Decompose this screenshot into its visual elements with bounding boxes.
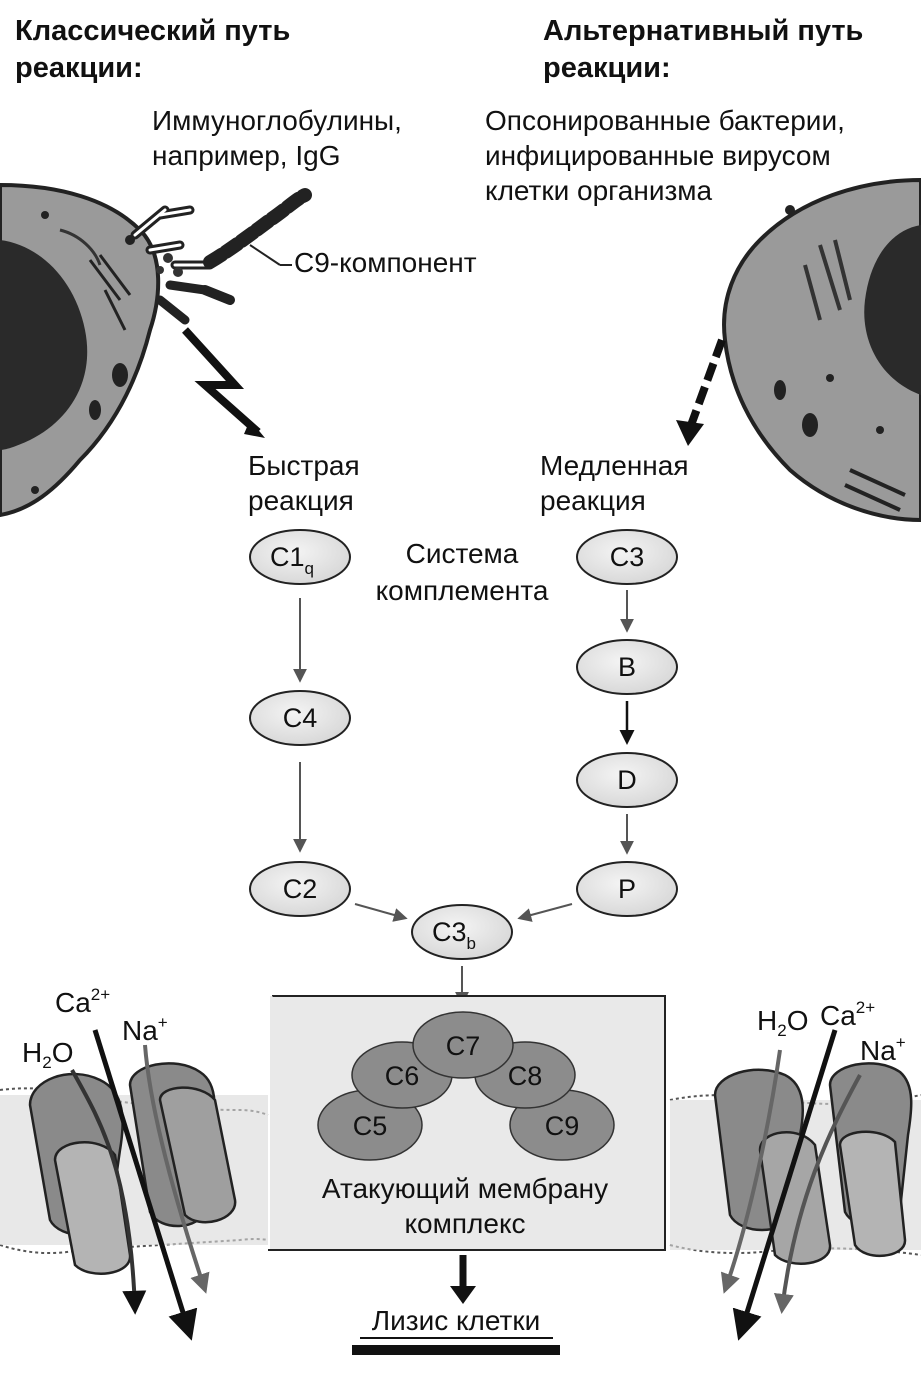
svg-text:Атакующий мембрану: Атакующий мембрану <box>322 1173 608 1204</box>
node-d: D <box>576 752 678 808</box>
svg-text:Классический путь: Классический путь <box>15 15 290 47</box>
svg-text:Ca2+: Ca2+ <box>55 985 110 1018</box>
svg-text:комплекс: комплекс <box>404 1208 525 1239</box>
svg-text:например, IgG: например, IgG <box>152 140 341 171</box>
node-c3: C3 <box>576 529 678 585</box>
svg-text:P: P <box>618 874 636 904</box>
svg-text:D: D <box>617 765 637 795</box>
svg-text:С9-компонент: С9-компонент <box>294 247 477 278</box>
c9-callout: С9-компонент <box>249 244 477 278</box>
mac-c7-blob <box>412 1011 514 1079</box>
pathway-arrows <box>293 590 635 1006</box>
svg-text:Ca2+: Ca2+ <box>820 998 875 1031</box>
right-ion-arrows <box>720 1029 862 1341</box>
left-cell-image <box>0 182 161 518</box>
mac-c6-label: C6 <box>385 1061 420 1091</box>
node-c2: C2 <box>249 861 351 917</box>
svg-text:реакция: реакция <box>248 485 354 516</box>
mac-c8-label: C8 <box>508 1061 543 1091</box>
mac-label: Атакующий мембрану комплекс <box>322 1173 608 1239</box>
svg-text:Быстрая: Быстрая <box>248 450 360 481</box>
svg-text:клетки организма: клетки организма <box>485 175 713 206</box>
svg-text:H2O: H2O <box>757 1005 808 1040</box>
left-membrane-pore-image <box>0 1062 269 1275</box>
svg-text:инфицированные вирусом: инфицированные вирусом <box>485 140 831 171</box>
svg-text:C3: C3 <box>610 542 645 572</box>
svg-text:Na+: Na+ <box>860 1033 906 1066</box>
classic-trigger-label: Иммуноглобулины, например, IgG <box>152 105 402 171</box>
mac-c9-label: C9 <box>545 1111 580 1141</box>
svg-text:Система: Система <box>406 538 519 569</box>
svg-text:реакции:: реакции: <box>15 52 143 84</box>
svg-text:Альтернативный путь: Альтернативный путь <box>543 15 863 47</box>
slow-reaction-label: Медленная реакция <box>540 450 689 516</box>
fast-reaction-label: Быстрая реакция <box>248 450 360 516</box>
lysis-arrow-icon <box>450 1255 476 1304</box>
svg-text:Na+: Na+ <box>122 1013 168 1046</box>
left-ion-arrows <box>70 1029 210 1341</box>
svg-text:Опсонированные бактерии,: Опсонированные бактерии, <box>485 105 845 136</box>
svg-text:реакция: реакция <box>540 485 646 516</box>
right-cell-image <box>722 177 921 523</box>
svg-text:C3b: C3b <box>432 917 476 953</box>
node-p: P <box>576 861 678 917</box>
node-c3b: C3b <box>411 904 513 960</box>
complement-system-label: Система комплемента <box>376 538 549 606</box>
svg-text:H2O: H2O <box>22 1037 73 1072</box>
mac-c7-label: C7 <box>446 1031 481 1061</box>
left-ion-labels: Ca2+ Na+ H2O <box>22 985 168 1072</box>
node-c4: C4 <box>249 690 351 746</box>
svg-text:B: B <box>618 652 636 682</box>
alternative-trigger-label: Опсонированные бактерии, инфицированные … <box>485 105 845 206</box>
dashed-arrow-icon <box>676 338 726 446</box>
svg-text:комплемента: комплемента <box>376 575 549 606</box>
svg-text:реакции:: реакции: <box>543 52 671 84</box>
node-c1q: C1q <box>249 529 351 585</box>
svg-text:Медленная: Медленная <box>540 450 689 481</box>
svg-text:Иммуноглобулины,: Иммуноглобулины, <box>152 105 402 136</box>
svg-text:C2: C2 <box>283 874 318 904</box>
node-b: B <box>576 639 678 695</box>
right-membrane-pore-image <box>669 1062 921 1265</box>
right-ion-labels: H2O Ca2+ Na+ <box>757 998 906 1066</box>
svg-text:Лизис клетки: Лизис клетки <box>372 1305 541 1336</box>
arrow-c2-c3b <box>354 903 408 922</box>
arrow-p-c3b <box>517 903 573 922</box>
classic-pathway-title: Классический путь реакции: <box>15 15 290 84</box>
svg-text:C4: C4 <box>283 703 318 733</box>
mac-c5-label: C5 <box>353 1111 388 1141</box>
svg-text:C1q: C1q <box>270 542 314 578</box>
igg-antibody-image <box>130 188 312 325</box>
lysis-label: Лизис клетки <box>352 1305 560 1355</box>
alternative-pathway-title: Альтернативный путь реакции: <box>543 15 863 84</box>
lightning-bolt-icon <box>182 327 265 438</box>
mac-components: C5 C6 C7 C8 C9 <box>317 1011 615 1161</box>
